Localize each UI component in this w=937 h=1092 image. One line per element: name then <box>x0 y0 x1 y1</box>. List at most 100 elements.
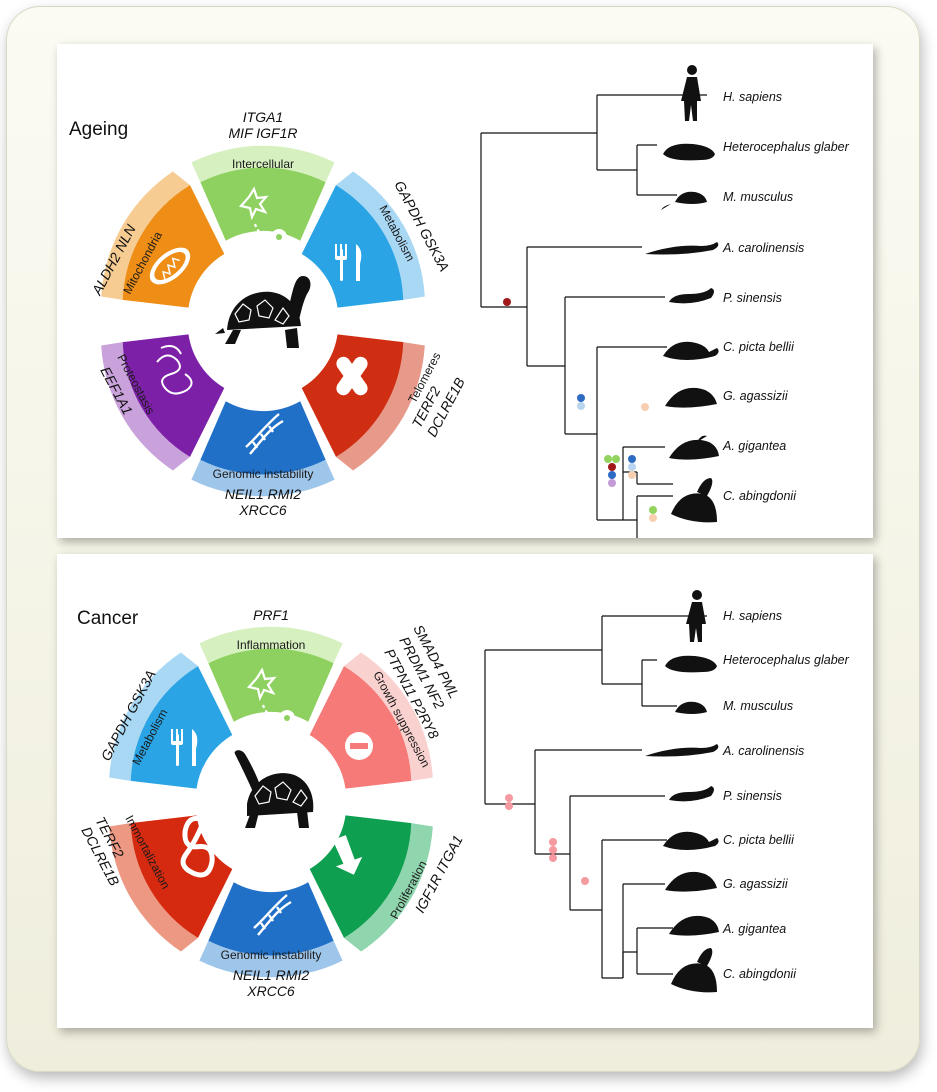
proliferation-segment <box>309 815 412 938</box>
growth-band <box>344 652 433 781</box>
immortalization-band <box>109 823 198 952</box>
species-label: C. picta bellii <box>723 340 795 354</box>
dna-icon <box>245 413 284 455</box>
painted-turtle-icon <box>663 341 719 360</box>
species-label: P. sinensis <box>723 789 782 803</box>
intercellular-label: Intercellular <box>232 157 294 171</box>
protein-icon <box>156 345 193 395</box>
dna-icon <box>253 894 292 936</box>
proteostasis-band <box>101 342 190 471</box>
dot <box>608 463 616 471</box>
intercellular-genes-1: ITGA1 <box>243 109 283 125</box>
cancer-title: Cancer <box>77 608 139 629</box>
genomic-genes-2: XRCC6 <box>238 502 287 518</box>
painted-turtle-icon <box>663 831 719 850</box>
mitochondrion-icon <box>149 247 191 285</box>
metabolism-segment <box>301 185 404 308</box>
softshell-turtle-icon <box>669 288 714 304</box>
cancer-wheel <box>109 626 433 978</box>
species-label: A. carolinensis <box>722 744 804 758</box>
dot <box>505 794 513 802</box>
softshell-turtle-icon <box>669 786 714 802</box>
genomic-band <box>191 459 335 497</box>
cancer-species-icons <box>645 590 719 993</box>
arrow-down-icon <box>332 835 363 875</box>
lizard-icon <box>645 242 719 255</box>
ageing-svg: Ageing Intercellular Genomic instability <box>69 65 850 538</box>
dot <box>641 403 649 411</box>
dot <box>581 877 589 885</box>
species-label: G. agassizii <box>723 877 789 891</box>
dot <box>604 455 612 463</box>
genomic-band <box>199 940 343 978</box>
human-icon <box>681 65 701 121</box>
tortoise-icon <box>215 276 311 348</box>
galapagos-tortoise-icon <box>671 478 717 523</box>
species-label: Heterocephalus glaber <box>723 140 850 154</box>
naked-mole-rat-icon <box>663 143 715 161</box>
chromosome-icon <box>336 356 368 396</box>
mitochondria-band <box>101 171 190 300</box>
lizard-icon <box>645 744 719 757</box>
cancer-dots <box>505 794 589 885</box>
growth-segment <box>309 666 412 789</box>
intercellular-segment <box>200 167 326 241</box>
ageing-panel: Ageing Intercellular Genomic instability <box>57 44 873 538</box>
dot <box>628 455 636 463</box>
species-label: C. picta bellii <box>723 833 795 847</box>
tortoise-icon <box>234 750 314 828</box>
species-label: C. abingdonii <box>723 489 797 503</box>
species-label: A. gigantea <box>722 439 786 453</box>
species-label: G. agassizii <box>723 389 789 403</box>
dot <box>608 479 616 487</box>
species-label: A. gigantea <box>722 922 786 936</box>
dot <box>549 854 557 862</box>
mouse-icon <box>661 191 707 210</box>
inflammation-genes: PRF1 <box>253 607 289 623</box>
aldabra-tortoise-icon <box>669 435 719 460</box>
ageing-phylogeny <box>480 94 707 538</box>
species-label: M. musculus <box>723 190 793 204</box>
genomic-genes-2: XRCC6 <box>246 983 295 999</box>
infinity-icon <box>180 815 215 878</box>
species-label: A. carolinensis <box>722 241 804 255</box>
inflammation-label: Inflammation <box>237 638 306 652</box>
dot <box>628 463 636 471</box>
ageing-title: Ageing <box>69 119 128 140</box>
mouse-icon <box>675 701 707 714</box>
aldabra-tortoise-icon <box>669 915 719 936</box>
genomic-label: Genomic instability <box>213 467 314 481</box>
human-icon <box>686 590 706 642</box>
dot <box>577 402 585 410</box>
desert-tortoise-icon <box>665 387 717 408</box>
species-label: H. sapiens <box>723 609 782 623</box>
dot <box>649 506 657 514</box>
cell-signal-icon <box>238 186 287 245</box>
cancer-svg: Cancer Inflammation Genomic instability … <box>77 590 850 999</box>
inflammation-segment <box>208 648 334 722</box>
fork-knife-icon <box>171 729 198 766</box>
inflammation-band <box>199 626 343 664</box>
cancer-phylogeny <box>484 615 707 979</box>
intercellular-band <box>191 145 335 183</box>
dot <box>628 471 636 479</box>
ageing-dots <box>503 298 657 522</box>
intercellular-genes-2: MIF IGF1R <box>229 125 298 141</box>
dot <box>549 838 557 846</box>
fork-knife-icon <box>335 244 362 281</box>
metabolism-band <box>109 652 198 781</box>
species-label: P. sinensis <box>723 291 782 305</box>
species-label: C. abingdonii <box>723 967 797 981</box>
dot <box>608 471 616 479</box>
species-label: Heterocephalus glaber <box>723 653 850 667</box>
dot <box>505 802 513 810</box>
species-label: M. musculus <box>723 699 793 713</box>
desert-tortoise-icon <box>665 871 717 892</box>
genomic-genes-1: NEIL1 RMI2 <box>225 486 301 502</box>
proliferation-band <box>344 823 433 952</box>
ageing-species-icons <box>645 65 719 523</box>
no-entry-icon <box>345 732 373 760</box>
mitochondria-segment <box>122 185 225 308</box>
cancer-panel: Cancer Inflammation Genomic instability … <box>57 554 873 1028</box>
dot <box>649 514 657 522</box>
